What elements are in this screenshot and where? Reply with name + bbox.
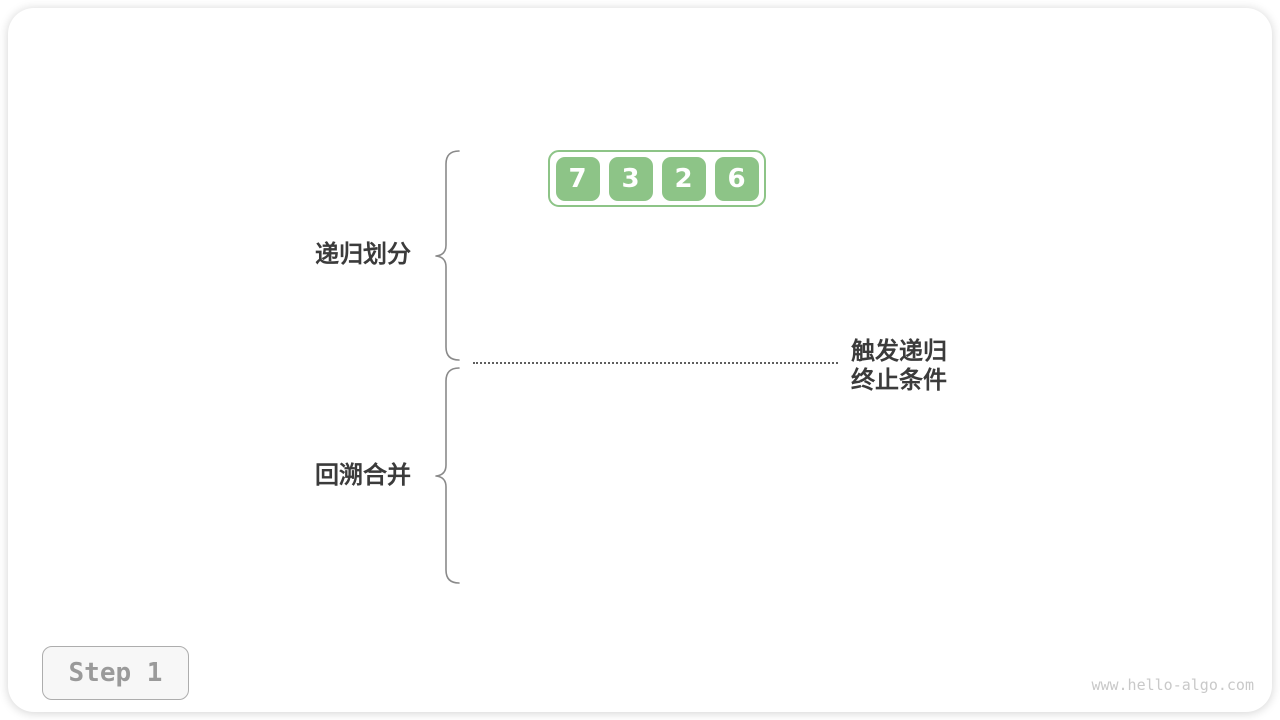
array-container: 7 3 2 6	[548, 150, 766, 207]
label-trigger-line2: 终止条件	[851, 367, 947, 394]
watermark: www.hello-algo.com	[1091, 676, 1254, 694]
step-badge: Step 1	[42, 646, 189, 700]
label-trigger-line1: 触发递归	[851, 338, 947, 365]
label-backtrack-merge: 回溯合并	[315, 462, 411, 489]
recursion-termination-line	[473, 362, 838, 364]
label-recursive-divide: 递归划分	[315, 241, 411, 268]
figure-card: 7 3 2 6 递归划分 回溯合并 触发递归 终止条件 Step 1 www.h…	[8, 8, 1272, 712]
array-cell: 7	[555, 156, 600, 201]
brace-icon	[435, 150, 460, 361]
brace-icon	[435, 367, 460, 584]
array-cell: 6	[714, 156, 759, 201]
array-cell: 3	[608, 156, 653, 201]
label-trigger-termination: 触发递归 终止条件	[851, 337, 947, 395]
array-cell: 2	[661, 156, 706, 201]
